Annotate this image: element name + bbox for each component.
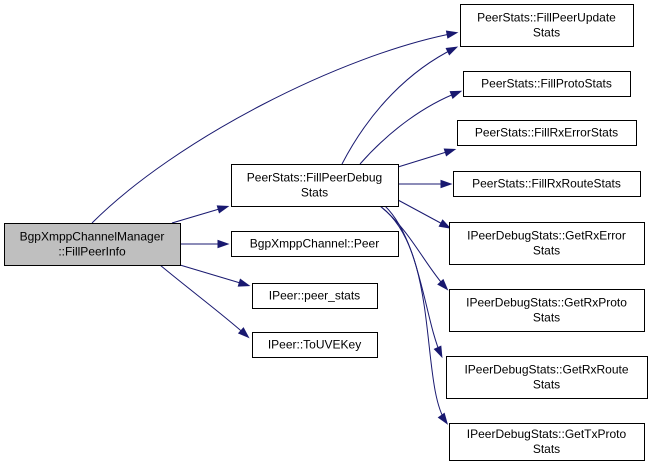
node-box: [457, 120, 637, 146]
node-label: Stats: [533, 26, 560, 40]
node-box: [449, 222, 645, 265]
node-box: [449, 289, 645, 332]
node-label: BgpXmppChannel::Peer: [250, 237, 379, 251]
node-fillrxerror[interactable]: PeerStats::FillRxErrorStats: [457, 120, 637, 146]
node-fillrxroute[interactable]: PeerStats::FillRxRouteStats: [453, 171, 641, 197]
node-label: IPeerDebugStats::GetTxProto: [467, 427, 627, 441]
node-bgpxmpppeer[interactable]: BgpXmppChannel::Peer: [231, 231, 399, 257]
node-box: [252, 283, 378, 309]
edge-fillpeerdebug-to-fillproto: [359, 90, 463, 165]
node-label: PeerStats::FillRxErrorStats: [475, 126, 618, 140]
edge-line: [397, 149, 454, 168]
node-label: IPeerDebugStats::GetRxRoute: [464, 363, 628, 377]
edge-fillpeerdebug-to-fillpeerupdate: [341, 46, 459, 165]
node-label: IPeerDebugStats::GetRxError: [467, 229, 626, 243]
edge-line: [91, 32, 456, 224]
edge-root-to-peerstats: [179, 264, 251, 287]
edge-line: [171, 206, 227, 224]
edge-root-to-fillpeerupdate: [91, 30, 459, 224]
node-label: Stats: [533, 311, 560, 325]
arrowhead-icon: [443, 148, 457, 157]
node-box: [231, 164, 399, 207]
arrowhead-icon: [217, 239, 230, 249]
node-box: [446, 356, 648, 399]
arrowhead-icon: [433, 345, 443, 359]
edge-line: [397, 199, 449, 228]
node-box: [460, 4, 634, 47]
node-box: [4, 223, 181, 266]
edge-fillpeerdebug-to-getrxroute: [384, 205, 443, 359]
node-box: [449, 423, 645, 461]
node-box: [252, 332, 378, 358]
node-label: IPeer::ToUVEKey: [268, 338, 361, 352]
edge-fillpeerdebug-to-fillrxerror: [397, 148, 457, 168]
node-box: [453, 171, 641, 197]
edges-layer: [91, 30, 463, 425]
node-label: Stats: [301, 186, 328, 200]
edge-fillpeerdebug-to-fillrxroute: [398, 179, 453, 189]
node-label: PeerStats::FillRxRouteStats: [472, 177, 621, 191]
arrowhead-icon: [237, 278, 251, 287]
arrowhead-icon: [445, 46, 459, 56]
edge-root-to-bgpxmpppeer: [180, 239, 230, 249]
node-label: BgpXmppChannelManager: [20, 230, 165, 244]
arrowhead-icon: [438, 219, 452, 229]
arrowhead-icon: [449, 90, 463, 99]
node-touvekey[interactable]: IPeer::ToUVEKey: [252, 332, 378, 358]
edge-line: [159, 264, 248, 337]
edge-line: [384, 205, 442, 356]
node-root[interactable]: BgpXmppChannelManager::FillPeerInfo: [4, 223, 181, 266]
node-label: PeerStats::FillPeerDebug: [247, 171, 382, 185]
node-label: IPeer::peer_stats: [269, 289, 360, 303]
edge-root-to-touvekey: [159, 264, 250, 339]
arrowhead-icon: [237, 327, 250, 339]
edge-line: [179, 264, 248, 286]
edge-fillpeerdebug-to-getrxerror: [397, 199, 452, 229]
node-label: IPeerDebugStats::GetRxProto: [466, 296, 627, 310]
node-label: Stats: [533, 378, 560, 392]
edge-line: [341, 47, 456, 165]
arrowhead-icon: [216, 205, 230, 214]
arrowhead-icon: [437, 412, 449, 425]
node-box: [231, 231, 399, 257]
node-label: PeerStats::FillProtoStats: [481, 77, 612, 91]
node-label: Stats: [533, 442, 560, 456]
arrowhead-icon: [445, 30, 459, 39]
arrowhead-icon: [440, 179, 453, 189]
node-label: PeerStats::FillPeerUpdate: [477, 11, 616, 25]
node-peerstats[interactable]: IPeer::peer_stats: [252, 283, 378, 309]
edge-root-to-fillpeerdebug: [171, 205, 230, 224]
edge-fillpeerdebug-to-gettxproto: [379, 205, 449, 425]
edge-line: [379, 205, 447, 423]
edge-line: [359, 91, 460, 165]
node-label: ::FillPeerInfo: [58, 245, 126, 259]
node-fillproto[interactable]: PeerStats::FillProtoStats: [463, 71, 631, 97]
node-box: [463, 71, 631, 97]
nodes-layer: BgpXmppChannelManager::FillPeerInfo PeerS…: [4, 4, 648, 461]
node-label: Stats: [533, 244, 560, 258]
arrowhead-icon: [437, 278, 449, 291]
